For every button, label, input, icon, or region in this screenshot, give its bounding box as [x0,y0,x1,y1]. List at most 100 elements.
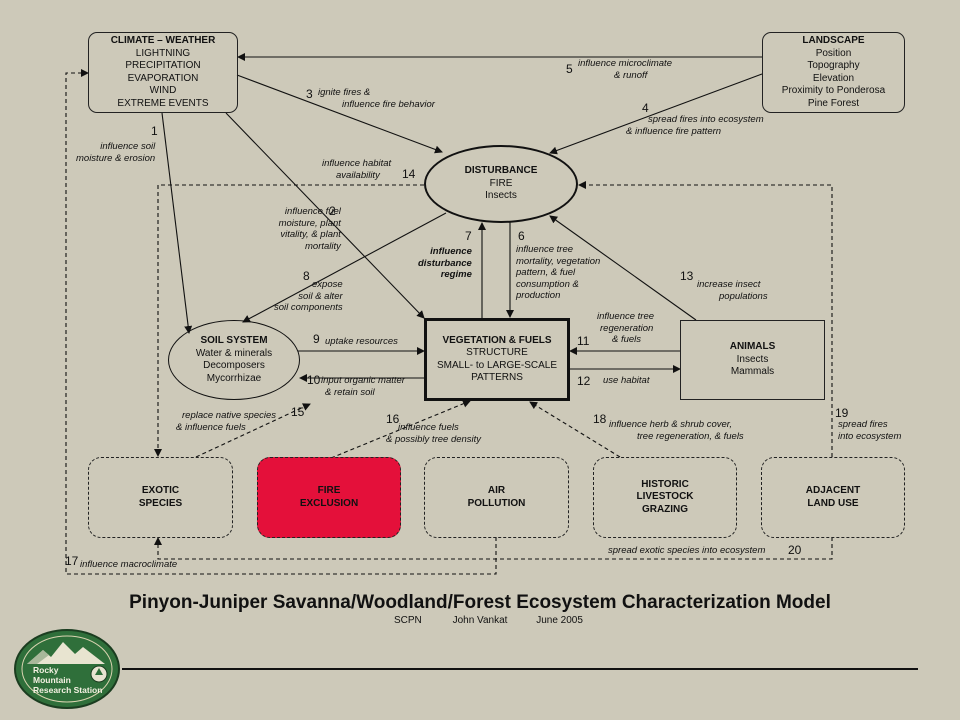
link-label-16: influence fuels & possibly tree density [386,422,481,445]
link-number-13: 13 [680,269,694,283]
link-label-line: influence tree [597,311,655,322]
link-label-line: spread fires into ecosystem [648,114,764,125]
link-label-line: & runoff [614,69,648,81]
link-label-line: moisture, plant [278,217,341,229]
link-label-line: uptake resources [325,336,398,347]
link-label-17: influence macroclimate [80,559,177,571]
animals-box: ANIMALS Insects Mammals [680,320,825,400]
link-label-line: soil & alter [298,290,343,302]
link-label-7: influence disturbance regime [418,246,472,281]
landscape-box: LANDSCAPE Position Topography Elevation … [762,32,905,113]
link-label-line: regime [440,269,472,280]
link-number-18: 18 [593,412,607,426]
link-label-line: input organic matter [321,375,405,386]
soil-line: Decomposers [203,360,265,371]
link-label-13: increase insect populations [697,279,768,302]
arrow-3-climate-disturbance [236,74,443,154]
adjacent-land-use-box: ADJACENT LAND USE [761,457,905,538]
link-label-18: influence herb & shrub cover, tree regen… [609,419,744,442]
logo-text-mountain: Mountain [33,675,71,685]
link-number-3: 3 [306,87,313,101]
arrow-2-climate-vegetation [225,112,425,319]
link-label-line: increase insect [697,279,761,290]
exotic-species-box: EXOTIC SPECIES [88,457,233,538]
link-number-14: 14 [402,167,416,181]
link-label-line: availability [336,169,380,181]
link-number-5: 5 [566,62,573,76]
link-label-line: & fuels [612,334,642,345]
disturbance-line: FIRE [489,177,513,189]
link-number-4: 4 [642,101,649,115]
climate-line: PRECIPITATION [125,60,201,71]
link-label-line: mortality, vegetation [516,255,601,267]
subtitle-date: June 2005 [536,615,583,626]
diagram-title: Pinyon-Juniper Savanna/Woodland/Forest E… [129,592,831,613]
link-label-11: influence tree regeneration & fuels [597,311,654,346]
vegetation-line: STRUCTURE [466,347,528,358]
link-label-1: influence soil moisture & erosion [76,141,155,164]
link-label-line: & influence fire pattern [626,125,722,137]
link-number-11: 11 [577,334,590,348]
link-label-12: use habitat [603,375,649,387]
landscape-line: Position [815,47,852,59]
link-number-10: 10 [307,373,321,387]
arrow-13-animals-disturbance [549,215,697,321]
link-label-line: & possibly tree density [386,433,482,445]
vegetation-line: SMALL- to LARGE-SCALE [436,359,558,371]
rocky-mountain-research-station-logo: Rocky Mountain Research Station [14,629,120,709]
link-label-3: ignite fires & influence fire behavior [318,87,435,110]
disturbance-line: Insects [485,190,517,202]
climate-title: CLIMATE – WEATHER [110,35,216,46]
climate-line: EXTREME EVENTS [117,97,209,109]
link-label-line: tree regeneration, & fuels [637,430,744,442]
historic-livestock-grazing-box: HISTORIC LIVESTOCK GRAZING [593,457,737,538]
soil-title: SOIL SYSTEM [200,335,268,346]
link-label-line: moisture & erosion [76,152,156,164]
soil-line: Mycorrhizae [206,372,262,384]
link-number-12: 12 [577,374,591,388]
link-number-19: 19 [835,406,849,420]
arrow-8-disturbance-soil [242,212,447,323]
link-label-4: spread fires into ecosystem & influence … [626,114,764,137]
link-number-1: 1 [151,124,158,138]
climate-line: LIGHTNING [135,47,191,59]
arrow-4-landscape-disturbance [549,73,763,155]
link-label-8: expose soil & alter soil components [274,279,343,314]
link-label-line: pattern, & fuel [516,267,576,278]
link-number-8: 8 [303,269,310,283]
disturbance-title: DISTURBANCE [464,165,538,177]
soil-system-node: SOIL SYSTEM Water & minerals Decomposers… [168,320,300,400]
link-label-5: influence microclimate & runoff [578,58,672,81]
link-number-9: 9 [313,332,320,346]
link-label-line: ignite fires & [318,87,371,98]
diagram-subtitle: SCPN John Vankat June 2005 [394,615,583,626]
link-label-20: spread exotic species into ecosystem [608,545,765,557]
landscape-line: Topography [807,60,860,71]
fire-exclusion-line: FIRE [317,485,341,496]
link-label-line: influence microclimate [578,58,672,69]
grazing-line: GRAZING [641,503,689,515]
link-label-6: influence tree mortality, vegetation pat… [516,244,600,302]
link-label-line: influence fuel [284,206,341,217]
landscape-line: Pine Forest [807,97,860,109]
link-label-line: influence [430,246,472,257]
link-label-line: disturbance [418,257,472,269]
link-label-10: input organic matter & retain soil [321,375,405,398]
link-label-19: spread fires into ecosystem [838,419,901,442]
link-label-line: use habitat [603,375,650,386]
fire-exclusion-box: FIRE EXCLUSION [257,457,401,538]
grazing-line: LIVESTOCK [636,491,694,503]
link-label-line: influence macroclimate [80,559,178,570]
link-label-line: mortality [305,240,341,252]
link-label-15: replace native species & influence fuels [176,410,276,433]
link-label-line: influence herb & shrub cover, [609,419,733,430]
link-label-line: influence habitat [322,158,392,169]
link-number-7: 7 [465,229,472,243]
link-label-line: influence fire behavior [342,98,435,110]
climate-line: WIND [149,85,177,96]
arrow-17-air-climate [65,69,497,575]
arrow-18-grazing-vegetation [529,401,621,458]
arrow-20-adjacent-exotic [154,537,833,560]
link-number-16: 16 [386,412,400,426]
